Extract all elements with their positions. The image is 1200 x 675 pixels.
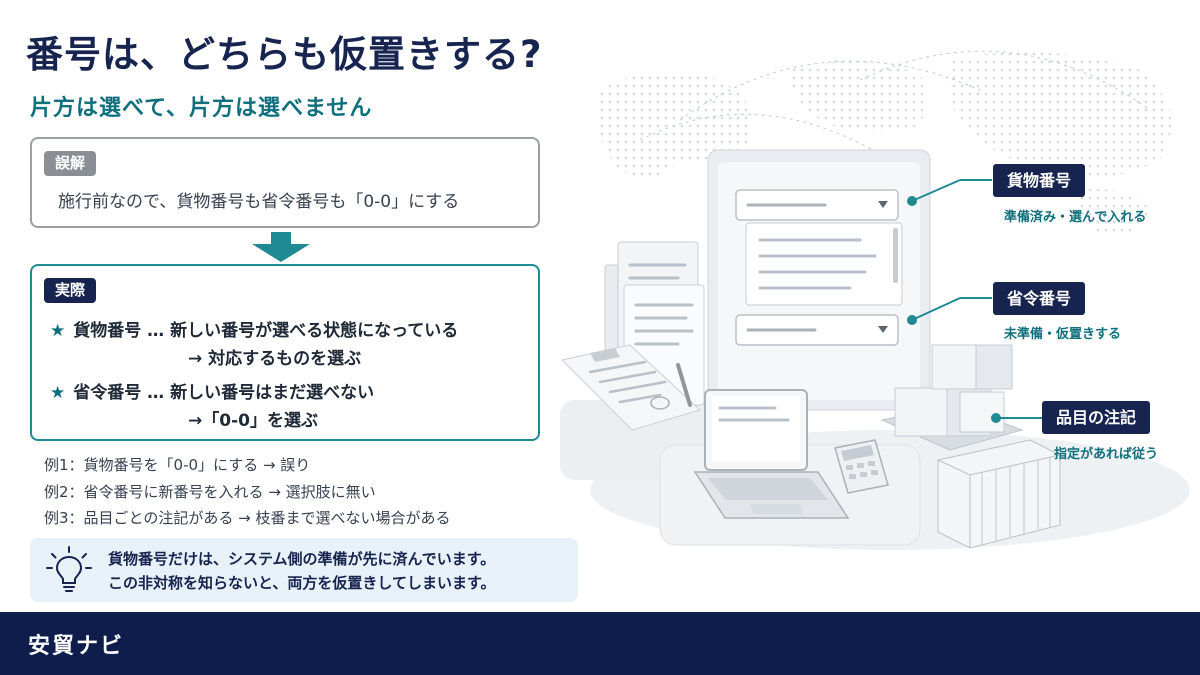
example-item: 例1：貨物番号を「0-0」にする → 誤り: [44, 456, 311, 474]
example-list: 例1：貨物番号を「0-0」にする → 誤り 例2：省令番号に新番号を入れる → …: [44, 452, 451, 532]
laptop: [693, 389, 850, 519]
arrow-down-icon: [252, 232, 310, 262]
page-title: 番号は、どちらも仮置きする?: [26, 33, 543, 76]
calculator: [834, 439, 889, 494]
shipping-container: [937, 439, 1061, 549]
actual-row-cargo-follow: → 対応するものを選ぶ: [188, 349, 362, 369]
tip-line: この非対称を知らないと、両方を仮置きしてしまいます。: [108, 574, 496, 592]
brand-logo: 安貿ナビ: [28, 634, 125, 659]
tip-box: 貨物番号だけは、システム側の準備が先に済んでいます。 この非対称を知らないと、両…: [30, 538, 578, 602]
tip-text: 貨物番号だけは、システム側の準備が先に済んでいます。 この非対称を知らないと、両…: [108, 547, 495, 595]
callout-item-note-sub: 指定があれば従う: [1054, 447, 1159, 462]
callout-ordinance-number: 省令番号: [993, 282, 1086, 315]
misconception-text: 施行前なので、貨物番号も省令番号も「0-0」にする: [58, 192, 460, 212]
page-subtitle: 片方は選べて、片方は選べません: [30, 96, 373, 121]
actual-box: 実際 ★貨物番号 … 新しい番号が選べる状態になっている → 対応するものを選ぶ…: [30, 264, 540, 441]
lightbulb-icon: [46, 546, 92, 592]
misconception-tag: 誤解: [44, 151, 97, 176]
callout-cargo-number: 貨物番号: [993, 164, 1086, 197]
example-item: 例2：省令番号に新番号を入れる → 選択肢に無い: [44, 482, 376, 501]
actual-row-ordinance-follow: →「0-0」を選ぶ: [188, 411, 318, 431]
illustration: [560, 50, 1190, 550]
star-icon: ★: [50, 383, 66, 403]
clipboard: [561, 344, 701, 431]
example-item: 例3：品目ごとの注記がある → 枝番まで選べない場合がある: [44, 509, 451, 527]
actual-row-cargo: ★貨物番号 … 新しい番号が選べる状態になっている: [50, 321, 459, 341]
tip-line: 貨物番号だけは、システム側の準備が先に済んでいます。: [108, 550, 496, 568]
application-window: [707, 149, 931, 411]
callout-ordinance-number-note: 未準備・仮置きする: [1004, 327, 1122, 342]
footer-bar: 安貿ナビ: [0, 612, 1200, 675]
star-icon: ★: [50, 321, 66, 341]
actual-row-ordinance: ★省令番号 … 新しい番号はまだ選べない: [50, 383, 375, 403]
callout-cargo-number-note: 準備済み・選んで入れる: [1004, 210, 1147, 225]
misconception-box: 誤解 施行前なので、貨物番号も省令番号も「0-0」にする: [30, 137, 540, 228]
callout-item-note: 品目の注記: [1042, 401, 1151, 434]
actual-tag: 実際: [44, 278, 97, 303]
pallet-boxes: [880, 344, 1024, 451]
